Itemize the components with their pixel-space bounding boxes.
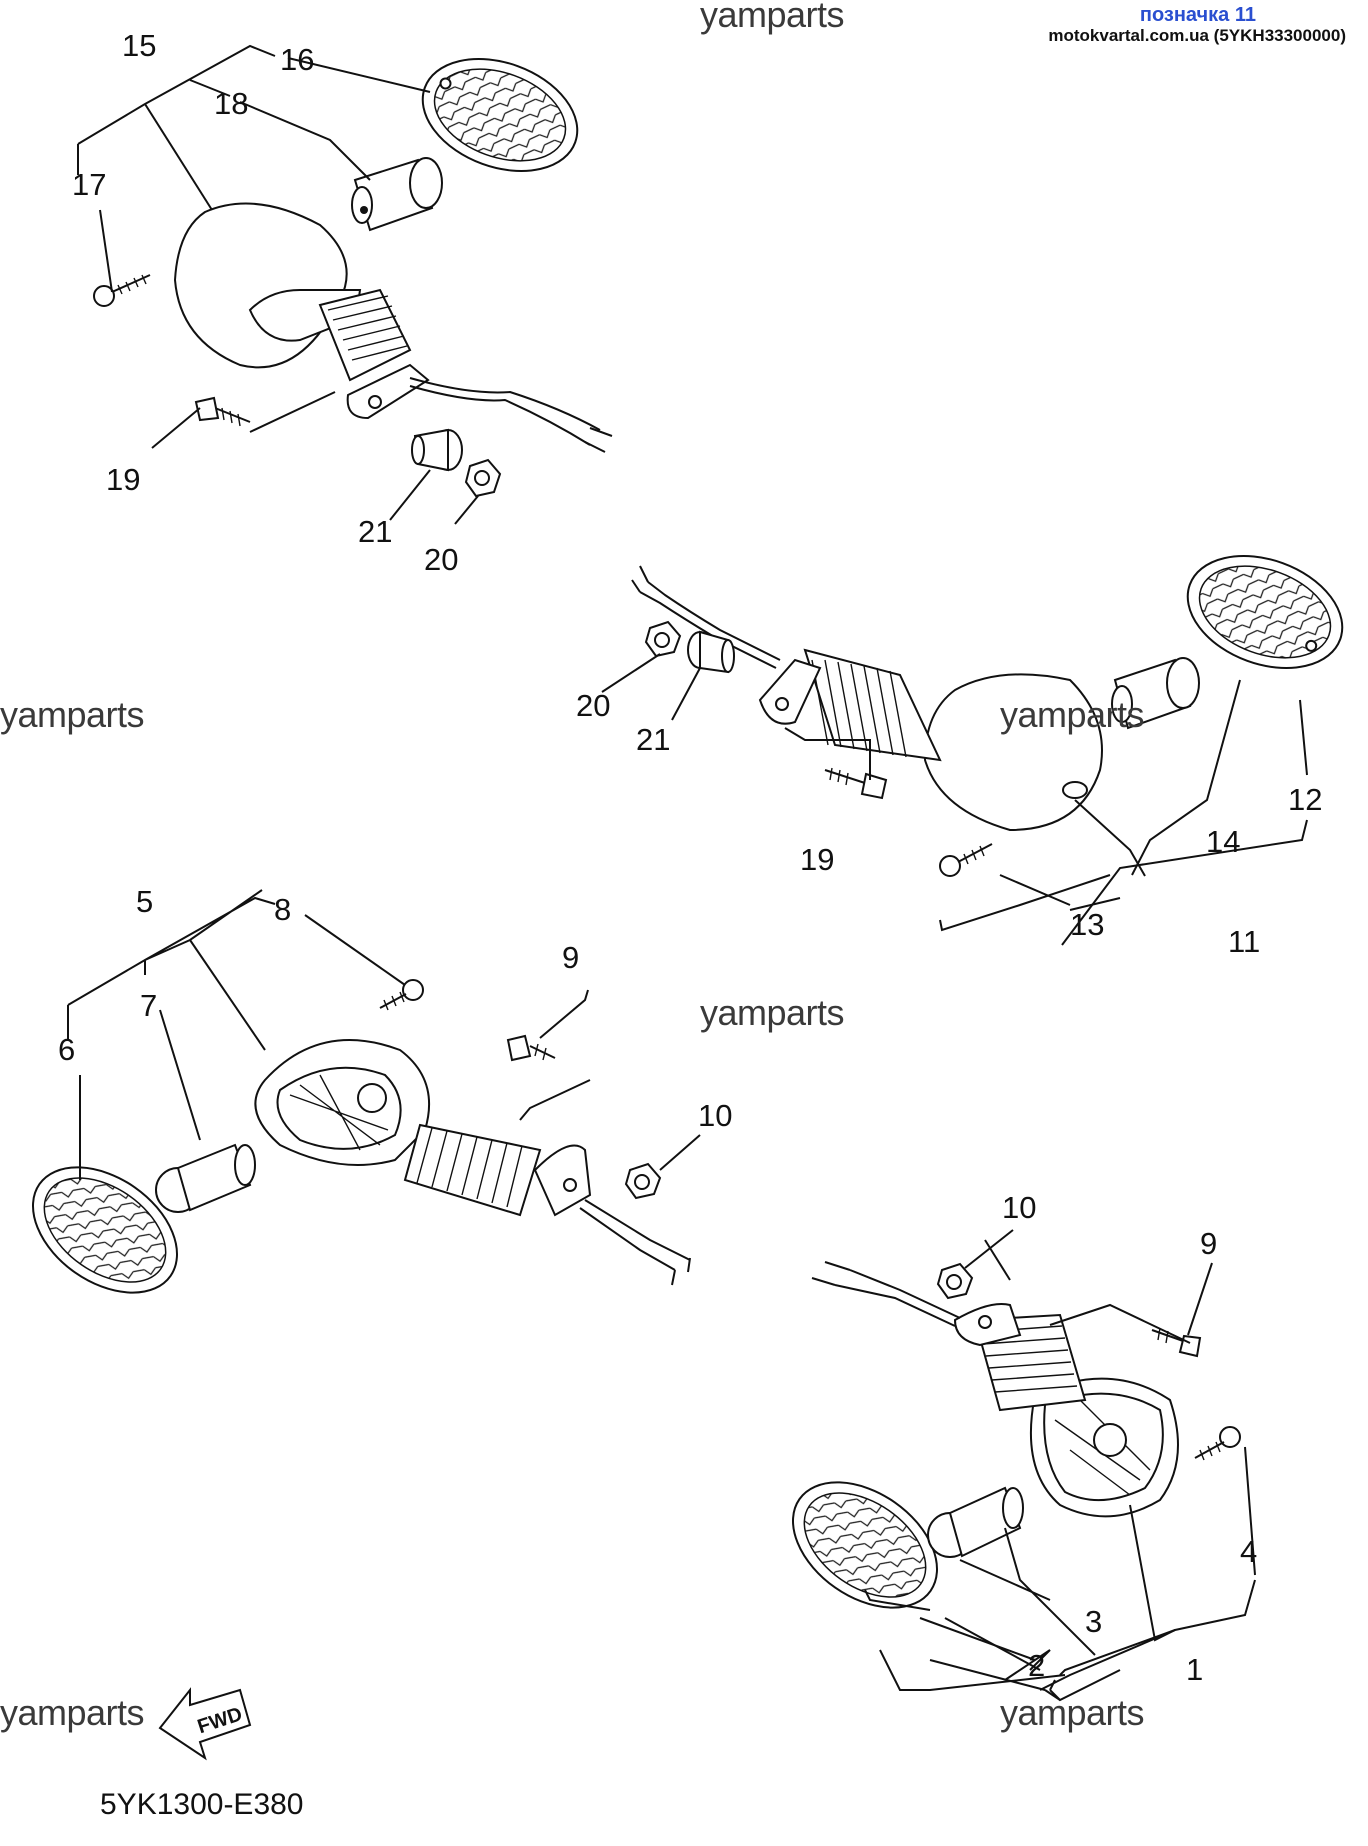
housing-11 bbox=[631, 565, 1103, 832]
bulb-18 bbox=[351, 157, 443, 232]
bolt-9-b bbox=[1151, 1327, 1202, 1358]
bulb-7 bbox=[155, 1143, 256, 1213]
callout-5: 5 bbox=[136, 884, 153, 919]
rubber-boot-11 bbox=[803, 648, 942, 762]
lens-6 bbox=[31, 1166, 179, 1294]
callout-18: 18 bbox=[214, 86, 248, 121]
turn-signal-assembly-1 bbox=[791, 1229, 1256, 1702]
bolt-19 bbox=[194, 396, 251, 427]
screw-13 bbox=[939, 843, 993, 877]
nut-20 bbox=[464, 458, 502, 498]
watermark-left-mid: yamparts bbox=[0, 694, 145, 735]
nut-20-b bbox=[644, 620, 682, 658]
lens-16 bbox=[421, 57, 579, 173]
bulb-14 bbox=[1111, 657, 1200, 730]
lens-2 bbox=[791, 1481, 939, 1609]
watermark-center: yamparts bbox=[700, 992, 845, 1033]
callout-10-right: 10 bbox=[1002, 1190, 1036, 1225]
callout-2: 2 bbox=[1028, 1648, 1045, 1683]
turn-signal-assembly-5 bbox=[31, 889, 701, 1294]
callout-14: 14 bbox=[1206, 824, 1240, 859]
callout-21-top: 21 bbox=[358, 514, 392, 549]
callout-1: 1 bbox=[1186, 1652, 1203, 1687]
nut-10-b bbox=[936, 1262, 974, 1300]
callout-3: 3 bbox=[1085, 1604, 1102, 1639]
watermark-top: yamparts bbox=[700, 0, 845, 35]
lens-12 bbox=[1186, 554, 1344, 670]
callout-19-top: 19 bbox=[106, 462, 140, 497]
collar-21 bbox=[411, 428, 463, 472]
callout-11: 11 bbox=[1228, 924, 1260, 959]
callout-8: 8 bbox=[274, 892, 291, 927]
callout-17: 17 bbox=[72, 167, 106, 202]
header-site: motokvartal.com.ua (5YKH33300000) bbox=[1048, 26, 1346, 45]
watermark-bottom-left: yamparts bbox=[0, 1692, 145, 1733]
callout-13: 13 bbox=[1070, 907, 1104, 942]
callout-21-mid: 21 bbox=[636, 722, 670, 757]
callout-6: 6 bbox=[58, 1032, 75, 1067]
bolt-9 bbox=[506, 1034, 556, 1062]
screw-4 bbox=[1194, 1426, 1241, 1461]
screw-8 bbox=[379, 979, 424, 1011]
callout-19-mid: 19 bbox=[800, 842, 834, 877]
callout-9-left: 9 bbox=[562, 940, 579, 975]
diagram-code: 5YK1300-E380 bbox=[100, 1788, 304, 1821]
watermark-bottom-right: yamparts bbox=[1000, 1692, 1145, 1733]
callout-numbers: 15 16 18 17 19 21 20 20 21 19 12 14 13 1… bbox=[58, 28, 1322, 1687]
rubber-boot-15 bbox=[318, 288, 412, 382]
nut-10 bbox=[624, 1162, 662, 1200]
header-title: позначка 11 bbox=[1139, 4, 1256, 26]
housing-15 bbox=[173, 202, 613, 453]
callout-15: 15 bbox=[122, 28, 156, 63]
collar-21-b bbox=[687, 630, 735, 674]
callout-4: 4 bbox=[1240, 1534, 1257, 1569]
screw-17 bbox=[93, 274, 151, 307]
bulb-3 bbox=[927, 1486, 1024, 1558]
bolt-19-b bbox=[824, 767, 888, 800]
turn-signal-assembly-11 bbox=[601, 554, 1344, 946]
callout-16: 16 bbox=[280, 42, 314, 77]
callout-20-top: 20 bbox=[424, 542, 458, 577]
callout-9-right: 9 bbox=[1200, 1226, 1217, 1261]
callout-10-left: 10 bbox=[698, 1098, 732, 1133]
watermark-right-mid: yamparts bbox=[1000, 694, 1145, 735]
callout-7: 7 bbox=[140, 988, 157, 1023]
fwd-arrow: FWD bbox=[158, 1687, 252, 1761]
callout-20-mid: 20 bbox=[576, 688, 610, 723]
callout-12: 12 bbox=[1288, 782, 1322, 817]
housing-1 bbox=[811, 1261, 1179, 1518]
housing-5 bbox=[254, 1039, 691, 1286]
rubber-boot-5 bbox=[403, 1123, 542, 1217]
turn-signal-assembly-15 bbox=[77, 44, 613, 525]
